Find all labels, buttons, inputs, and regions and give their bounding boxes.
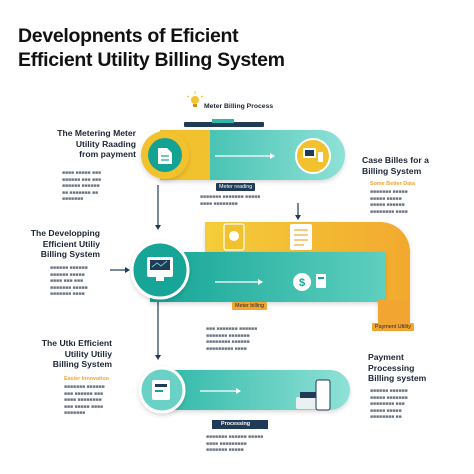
- left-stage-3-tag: Easier Innovation: [64, 376, 109, 382]
- left-stage-1-desc: ■■■■ ■■■■■ ■■■■■■■■■ ■■■ ■■■■■■■■■ ■■■■■…: [62, 170, 102, 202]
- left-stage-2-line-2: Efficient Utiliy: [42, 238, 100, 249]
- diagram-title: Developnents of Eficient Efficient Utili…: [18, 24, 458, 72]
- left-stage-2-desc: ■■■■■■ ■■■■■■■■■■■■ ■■■■■■■■■ ■■■ ■■■■■■…: [50, 265, 88, 297]
- left-stage-2-line-3: Billing System: [40, 249, 100, 259]
- right-stage-1-tag: Some Better Data: [370, 181, 415, 187]
- left-stage-3-line-2: Utility Utiliy: [64, 348, 112, 359]
- lightbulb-icon: [186, 91, 204, 107]
- meter-icon: [147, 257, 173, 281]
- bill-icon: [290, 224, 312, 250]
- left-stage-3-desc: ■■■■■■■ ■■■■■■■■■ ■■■■■■ ■■■■■■■ ■■■■■■■…: [64, 384, 105, 416]
- right-stage-2-line-2: Processing: [368, 362, 415, 373]
- monitor-icon: [303, 148, 323, 162]
- left-stage-3-line-1: The Utkı Efficient: [41, 338, 112, 348]
- right-stage-2-title: Payment Processing Billing system: [368, 352, 426, 384]
- right-stage-1-line-2: Billing System: [362, 165, 422, 176]
- left-stage-3-title: The Utkı Efficient Utility Utiliy Billin…: [22, 338, 112, 370]
- left-stage-1-title: The Metering Meter Utility Raading from …: [24, 128, 136, 160]
- printer-icon: [296, 379, 331, 411]
- arrow-right-1: [215, 153, 275, 159]
- stage-2-ribbon: [205, 222, 410, 320]
- right-stage-1-title: Case Billes for a Billing System: [362, 155, 429, 176]
- right-stage-2-line-1: Payment: [368, 352, 404, 362]
- meter-billing-desc: ■■■ ■■■■■■■ ■■■■■■■■■■■■■ ■■■■■■■■■■■■■■…: [206, 326, 258, 352]
- left-stage-1-line-2: Utility Raading: [75, 138, 136, 149]
- meter-reading-tag: Meter reading: [216, 183, 256, 191]
- meter-billing-tag: Meter billing: [232, 302, 268, 310]
- right-stage-2-line-3: Billing system: [368, 373, 427, 383]
- title-line-2: Efficient Utility Billing System: [18, 49, 285, 71]
- arrow-right-2: [215, 279, 263, 285]
- processing-desc: ■■■■■■■ ■■■■■■ ■■■■■■■■■ ■■■■■■■■■■■■■■■…: [206, 434, 264, 453]
- top-process-strip: [184, 122, 264, 127]
- payment-utility-tag: Payment Utility: [372, 323, 414, 331]
- meter-reading-desc: ■■■■■■■ ■■■■■■■ ■■■■■■■■■ ■■■■■■■■: [200, 194, 261, 207]
- stage-3-band: [150, 252, 385, 302]
- top-stage-title: Meter Billing Process: [204, 103, 274, 110]
- right-stage-1-desc: ■■■■■■■ ■■■■■■■■■■ ■■■■■■■■■■ ■■■■■■■■■■…: [370, 189, 408, 215]
- right-stage-2-desc: ■■■■■■ ■■■■■■■■■■■ ■■■■■■■■■■■■■■■ ■■■■■…: [370, 388, 408, 420]
- dollar-glyph: $: [299, 277, 305, 289]
- title-line-1: Developnents of Eficient: [18, 25, 239, 47]
- processing-tag-bar: [212, 420, 268, 429]
- left-stage-2-title: The Developping Efficient Utiliy Billing…: [14, 228, 100, 260]
- card-icon: [152, 380, 170, 400]
- dollar-icon: [293, 273, 311, 291]
- left-stage-1-line-1: The Metering Meter: [57, 128, 136, 138]
- left-flow-arrows: [110, 185, 301, 360]
- right-stage-1-line-1: Case Billes for a: [362, 155, 429, 165]
- left-stage-2-line-1: The Developping: [30, 228, 100, 238]
- arrow-right-3: [200, 388, 241, 394]
- processing-tag: Processing: [221, 421, 251, 427]
- left-stage-3-line-3: Billing System: [52, 359, 112, 369]
- left-stage-1-line-3: from payment: [79, 149, 136, 159]
